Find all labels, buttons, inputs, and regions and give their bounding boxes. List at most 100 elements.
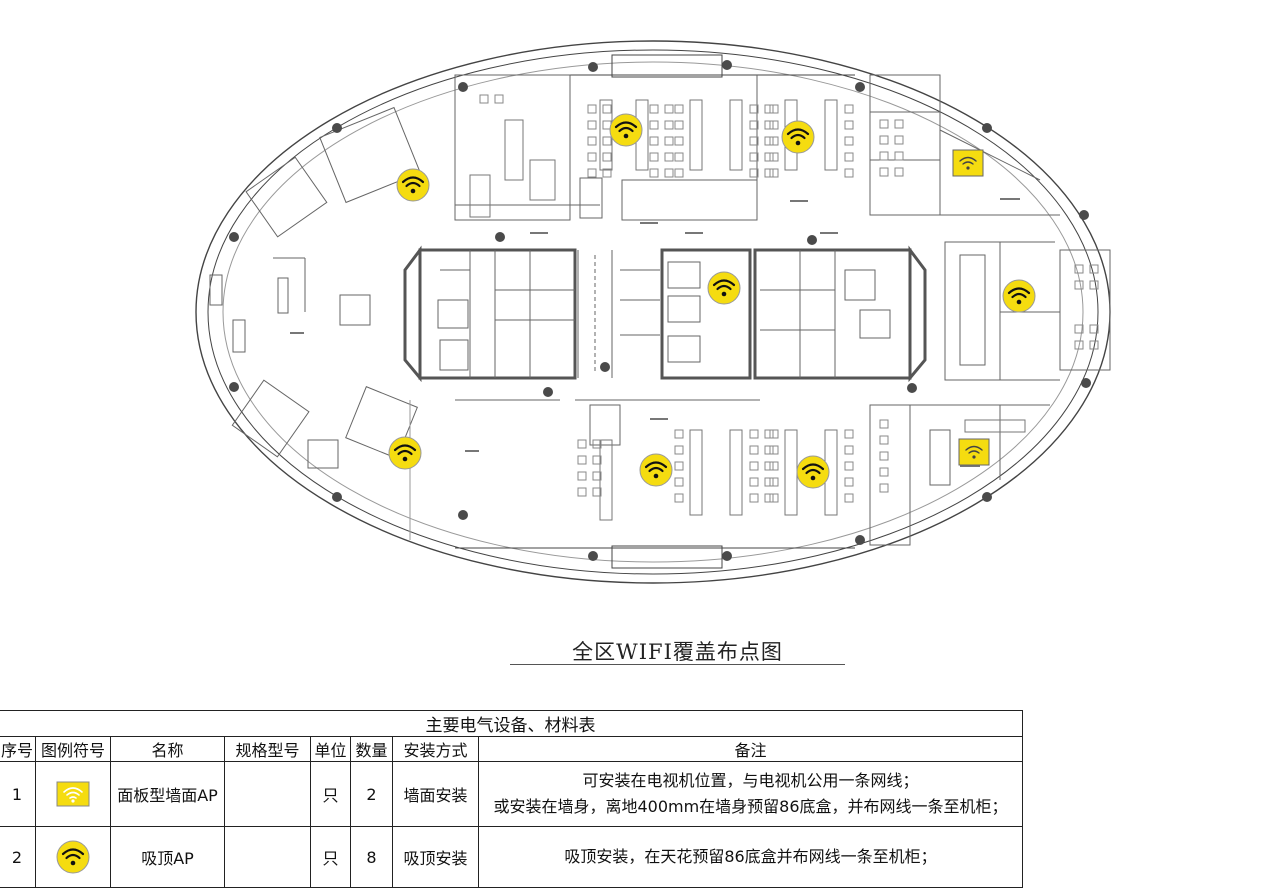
chair [664, 120, 674, 130]
chair [769, 104, 779, 114]
chair [764, 461, 774, 471]
chair [844, 429, 854, 439]
chair [664, 136, 674, 146]
chair [587, 104, 597, 114]
chair [769, 152, 779, 162]
core-center [660, 248, 752, 380]
chair [764, 104, 774, 114]
inner-facade [207, 49, 1099, 575]
header-cell: 单位 [310, 736, 351, 762]
chair [602, 152, 612, 162]
chair [1074, 324, 1084, 334]
chair [844, 152, 854, 162]
chair [674, 168, 684, 178]
chair [674, 104, 684, 114]
chair [879, 451, 889, 461]
chair [494, 94, 504, 104]
chair [1074, 280, 1084, 290]
chair [674, 493, 684, 503]
chair [577, 471, 587, 481]
chair [844, 120, 854, 130]
chair [577, 487, 587, 497]
item-unit: 只 [310, 761, 351, 827]
chair [664, 152, 674, 162]
chair [587, 168, 597, 178]
chair [844, 477, 854, 487]
chair [749, 136, 759, 146]
wall-panel-ap-marker [952, 149, 984, 177]
wall-panel-ap-marker [958, 438, 990, 466]
chair [764, 120, 774, 130]
table-row: 1 面板型墙面AP 只 2 墙面安装 可安装在电视机位置，与电视机公用一条网线；… [0, 761, 1023, 827]
ceiling-ap-marker [1002, 279, 1036, 313]
item-note: 可安装在电视机位置，与电视机公用一条网线； 或安装在墙身，离地400mm在墙身预… [478, 761, 1023, 827]
chair [1089, 340, 1099, 350]
chair [674, 461, 684, 471]
chair [749, 477, 759, 487]
chair [649, 152, 659, 162]
chair [592, 455, 602, 465]
chair [649, 104, 659, 114]
chair [769, 120, 779, 130]
chair [749, 445, 759, 455]
note-line: 可安装在电视机位置，与电视机公用一条网线； [582, 771, 919, 790]
ceiling-ap-marker [396, 168, 430, 202]
chair [674, 445, 684, 455]
structural-columns [229, 60, 1091, 561]
chair [602, 136, 612, 146]
legend-cell [35, 826, 111, 888]
chair [674, 477, 684, 487]
row-number: 1 [0, 761, 36, 827]
item-note: 吸顶安装，在天花预留86底盒并布网线一条至机柜； [478, 826, 1023, 888]
chair [894, 151, 904, 161]
chair [674, 136, 684, 146]
ceiling-ap-marker [388, 436, 422, 470]
plan-title-underline [510, 664, 845, 665]
chair [764, 493, 774, 503]
chair [764, 429, 774, 439]
top-shaft [611, 54, 723, 78]
item-install: 墙面安装 [392, 761, 479, 827]
wifi-ceiling-ap-icon [56, 840, 90, 874]
chair [749, 152, 759, 162]
chair [1089, 280, 1099, 290]
chair [602, 168, 612, 178]
chair [879, 419, 889, 429]
ceiling-ap-marker [639, 453, 673, 487]
chair [1074, 340, 1084, 350]
chair [1089, 264, 1099, 274]
chair [749, 429, 759, 439]
ceiling-ap-marker [609, 113, 643, 147]
chair [894, 167, 904, 177]
table-header: 序号 图例符号 名称 规格型号 单位 数量 安装方式 备注 [0, 736, 1023, 762]
chair [749, 493, 759, 503]
chair [764, 168, 774, 178]
chair [664, 168, 674, 178]
core-right [753, 248, 912, 380]
chair [592, 439, 602, 449]
chair [879, 467, 889, 477]
bottom-shaft [611, 545, 723, 569]
chair [749, 168, 759, 178]
chair [649, 120, 659, 130]
chair [764, 477, 774, 487]
ceiling-ap-marker [781, 120, 815, 154]
equipment-table: 主要电气设备、材料表 序号 图例符号 名称 规格型号 单位 数量 安装方式 备注… [0, 710, 1023, 888]
table-row: 2 吸顶AP 只 8 吸顶安装 吸顶安装，在天花预留86底盒并布网线一条至机柜； [0, 826, 1023, 888]
chair [749, 120, 759, 130]
chair [587, 152, 597, 162]
chair [587, 120, 597, 130]
row-number: 2 [0, 826, 36, 888]
chair [879, 435, 889, 445]
chair [769, 168, 779, 178]
legend-cell [35, 761, 111, 827]
item-spec [224, 826, 311, 888]
chair [674, 152, 684, 162]
chair [879, 167, 889, 177]
item-spec [224, 761, 311, 827]
chair [844, 445, 854, 455]
chair [649, 136, 659, 146]
chair [587, 136, 597, 146]
note-line: 或安装在墙身，离地400mm在墙身预留86底盒，并布网线一条至机柜； [493, 797, 1008, 816]
outer-facade [195, 40, 1111, 584]
